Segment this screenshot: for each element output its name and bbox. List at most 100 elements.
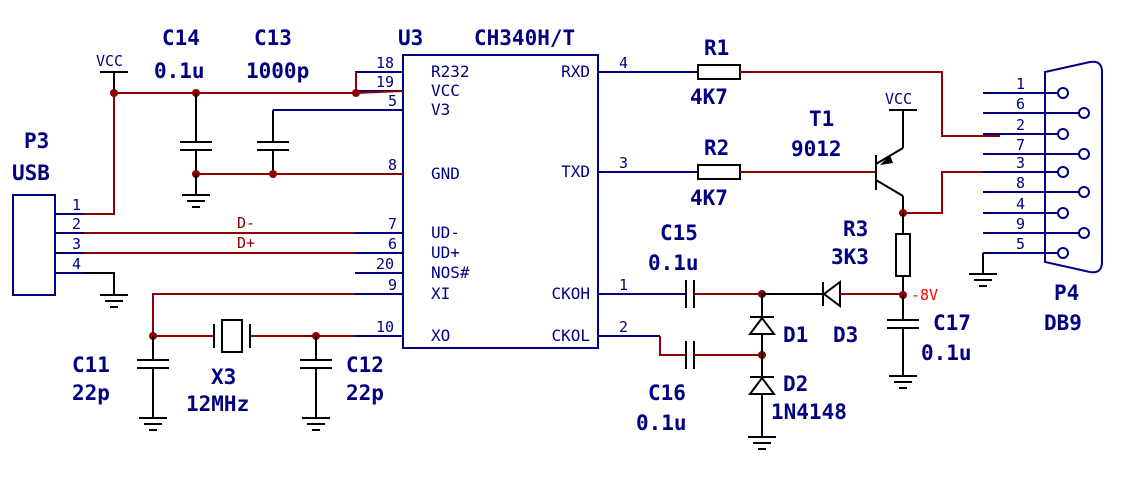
p3-usb-connector: P3 USB 1 2 3 4 D- D+ [12, 129, 355, 308]
p3-pin-num: 1 [72, 196, 81, 214]
p4-pin-num: 8 [1016, 174, 1025, 192]
u3-pin-num: 2 [619, 318, 628, 336]
r2-ref: R2 [704, 136, 729, 160]
p3-pin-num: 2 [72, 215, 81, 233]
p3-body [12, 194, 56, 296]
c16-value: 0.1u [636, 411, 687, 435]
u3-pin-num: 7 [388, 215, 397, 233]
u3-pin-num: 1 [619, 276, 628, 294]
net-label-d-plus: D+ [237, 234, 255, 252]
c17-capacitor: C17 0.1u [887, 295, 972, 389]
u3-pin-num: 18 [376, 54, 394, 72]
p3-pin-num: 4 [72, 255, 81, 273]
c14-value: 0.1u [154, 59, 205, 83]
ground-symbol [182, 194, 210, 208]
d2-ref: D2 [783, 372, 808, 396]
u3-pin-name: RXD [561, 62, 590, 81]
r1-ref: R1 [704, 36, 729, 60]
p4-pin-num: 3 [1016, 154, 1025, 172]
c15-value: 0.1u [648, 251, 699, 275]
t1-value: 9012 [791, 137, 842, 161]
crystal-section: X3 12MHz C11 22p C12 22p [72, 293, 384, 431]
p3-ref: P3 [24, 129, 49, 153]
p4-db9-connector: 1 6 2 7 3 8 4 9 5 P4 DB9 [969, 60, 1103, 335]
u3-pin-num: 5 [388, 92, 397, 110]
x3-ref: X3 [211, 365, 236, 389]
d2-diode: D2 1N4148 [748, 355, 847, 450]
c15-capacitor: C15 0.1u [648, 221, 762, 308]
r3-ref: R3 [843, 217, 868, 241]
u3-pin-name: GND [431, 164, 460, 183]
r1-value: 4K7 [690, 85, 728, 109]
vcc-label: VCC [885, 90, 912, 108]
d3-ref: D3 [833, 323, 858, 347]
u3-part: CH340H/T [474, 26, 575, 50]
c12-capacitor: C12 22p [300, 336, 384, 431]
d3-diode: D3 [762, 280, 903, 347]
u3-pin-name: UD- [431, 223, 460, 242]
x3-value: 12MHz [186, 392, 249, 416]
u3-pin-name: CKOL [551, 326, 590, 345]
t1-ref: T1 [809, 107, 834, 131]
u3-pin-num: 6 [388, 235, 397, 253]
u3-pin-num: 3 [619, 154, 628, 172]
r2-value: 4K7 [690, 186, 728, 210]
p4-pin-num: 4 [1016, 195, 1025, 213]
ground-symbol [100, 294, 128, 308]
c14-capacitor: C14 0.1u [154, 26, 212, 174]
p4-pin-num: 1 [1016, 75, 1025, 93]
r3-value: 3K3 [831, 245, 869, 269]
u3-pin-name: TXD [561, 162, 590, 181]
p4-pin-num: 7 [1016, 136, 1025, 154]
c11-ref: C11 [72, 353, 110, 377]
u3-pin-num: 9 [388, 276, 397, 294]
u3-pin-num: 19 [376, 73, 394, 91]
c15-ref: C15 [660, 221, 698, 245]
r2-resistor: R2 4K7 [660, 136, 876, 210]
c11-value: 22p [72, 381, 110, 405]
u3-pin-num: 10 [376, 318, 394, 336]
c12-value: 22p [346, 381, 384, 405]
d1-ref: D1 [783, 323, 808, 347]
u3-pin-name: R232 [431, 62, 470, 81]
net-label-d-minus: D- [237, 214, 255, 232]
p4-ref: P4 [1054, 281, 1079, 305]
c17-value: 0.1u [921, 341, 972, 365]
c14-ref: C14 [162, 26, 200, 50]
c17-ref: C17 [933, 311, 971, 335]
u3-pin-num: 4 [619, 54, 628, 72]
c13-value: 1000p [246, 59, 309, 83]
u3-pin-name: UD+ [431, 243, 460, 262]
u3-pin-name: V3 [431, 100, 450, 119]
c13-capacitor: C13 1000p [246, 26, 309, 174]
u3-pin-name: VCC [431, 81, 460, 100]
x3-crystal: X3 12MHz [186, 319, 251, 416]
p4-pin-num: 5 [1016, 235, 1025, 253]
u3-body [402, 54, 599, 349]
p3-pin-num: 3 [72, 235, 81, 253]
r3-resistor: R3 3K3 [831, 213, 911, 295]
u3-ref: U3 [398, 26, 423, 50]
u3-pin-num: 8 [388, 156, 397, 174]
p4-pin-num: 9 [1016, 215, 1025, 233]
c16-capacitor: C16 0.1u [636, 336, 762, 435]
c16-ref: C16 [648, 381, 686, 405]
d2-value: 1N4148 [771, 400, 847, 424]
d1-diode: D1 [748, 294, 808, 355]
t1-transistor: VCC T1 9012 [791, 90, 1000, 217]
u3-pin-name: XO [431, 326, 450, 345]
net-label-neg8v: -8V [911, 286, 938, 304]
c12-ref: C12 [346, 353, 384, 377]
u3-pin-num: 20 [376, 255, 394, 273]
u3-pin-name: XI [431, 284, 450, 303]
vcc-label: VCC [96, 52, 123, 70]
p4-pin-num: 6 [1016, 95, 1025, 113]
u3-pin-name: NOS# [431, 263, 470, 282]
charge-pump: C15 0.1u C16 0.1u D1 [636, 221, 972, 450]
u3-chip: U3 CH340H/T 18 19 5 8 7 6 20 9 10 R232 V… [355, 26, 660, 349]
r1-resistor: R1 4K7 [660, 36, 1000, 137]
c11-capacitor: C11 22p [72, 336, 169, 431]
vcc-decoupling: VCC C14 0.1u C13 1000p [84, 26, 404, 215]
p4-name: DB9 [1044, 311, 1082, 335]
